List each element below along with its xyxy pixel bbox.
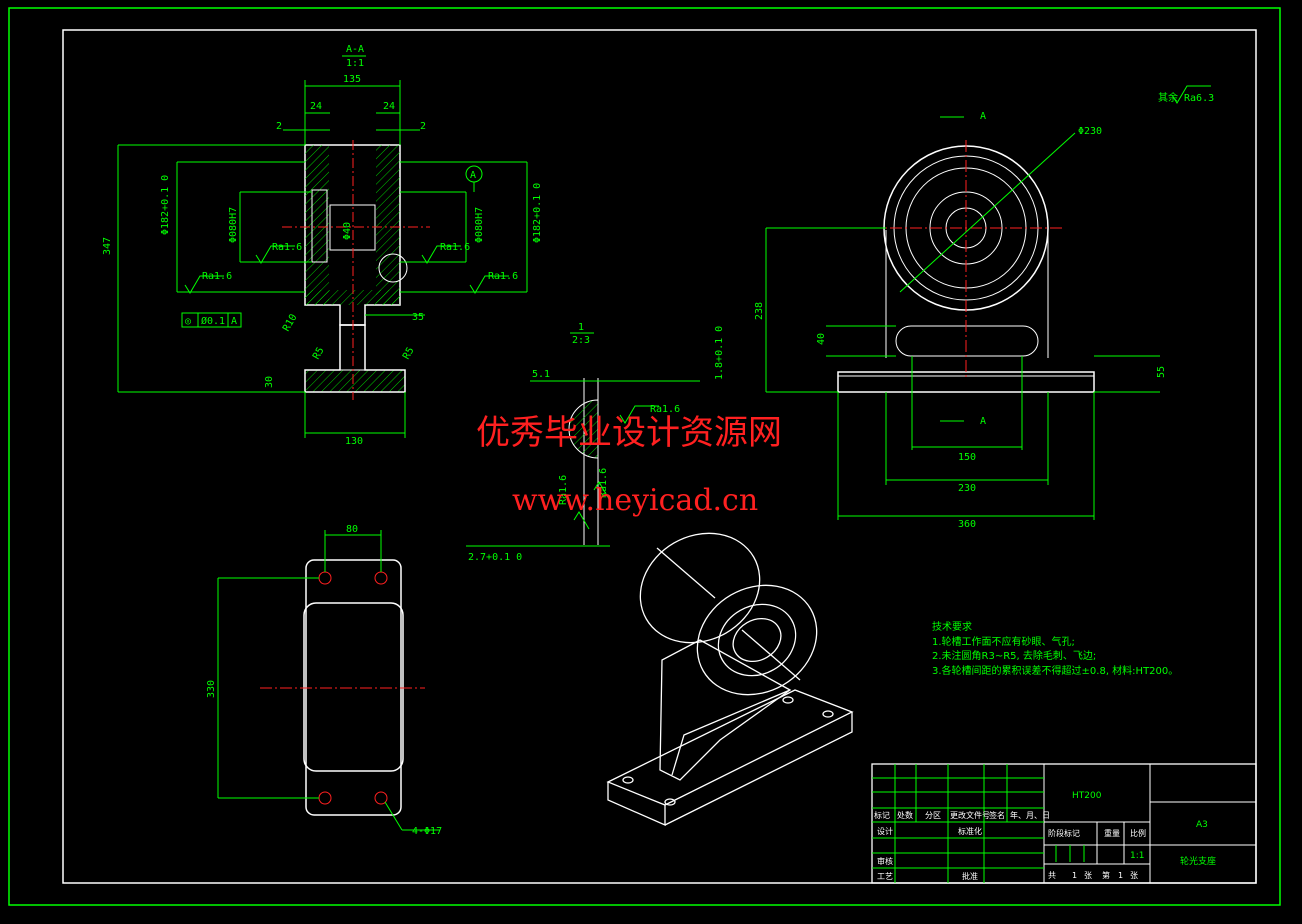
roughness-4: Ra1.6 <box>488 271 518 282</box>
front-dim-150: 150 <box>958 452 976 463</box>
tb-num: 1 <box>1118 871 1123 880</box>
tb-part-name: 轮光支座 <box>1180 855 1216 867</box>
tb-label-zone: 分区 <box>925 811 941 820</box>
tolerance-frame <box>181 312 242 328</box>
dim-chamfer-right: R5 <box>401 346 417 362</box>
dim-right-dia: Φ182+0.1 0 <box>532 183 543 243</box>
detail-scale-den: 2:3 <box>572 335 590 346</box>
tb-sheet-unit-2: 张 <box>1130 871 1138 880</box>
general-roughness: 其余 Ra6.3 <box>1158 91 1214 104</box>
front-dim-height: 238 <box>754 302 765 320</box>
tb-sheet-size: A3 <box>1196 820 1208 830</box>
tb-total-label: 共 <box>1048 871 1056 880</box>
detail-dim-top: 5.1 <box>532 369 550 380</box>
tech-item-3: 3.各轮槽间距的累积误差不得超过±0.8, 材料:HT200。 <box>932 664 1178 677</box>
dim-chamfer-left: R5 <box>311 346 327 362</box>
tb-label-date: 年、月、日 <box>1010 810 1050 820</box>
front-dim-slot: 40 <box>816 333 827 345</box>
roughness-1: Ra1.6 <box>272 242 302 253</box>
outer-frame <box>8 7 1281 906</box>
tb-stage: 阶段标记 <box>1048 828 1080 838</box>
tb-scale: 1:1 <box>1130 851 1144 861</box>
tb-num-label: 第 <box>1102 870 1110 880</box>
detail-dim-bottom: 2.7+0.1 0 <box>468 552 522 563</box>
section-mark-bottom: A <box>980 416 986 427</box>
isometric-view <box>606 532 854 826</box>
front-dim-360: 360 <box>958 519 976 530</box>
detail-scale-num: 1 <box>578 322 584 333</box>
tb-material: HT200 <box>1072 791 1102 801</box>
top-view: 80 330 4-Φ17 <box>206 524 442 837</box>
dim-fillet: R10 <box>281 312 300 333</box>
tb-label-count: 处数 <box>897 810 913 820</box>
section-mark-top: A <box>980 111 986 122</box>
detail-dim-right: 1.8+0.1 0 <box>714 326 725 380</box>
watermark-url: www.heyicad.cn <box>512 483 758 518</box>
top-dim-length: 330 <box>206 680 217 698</box>
tb-label-mark: 标记 <box>874 810 890 820</box>
top-dim-width: 80 <box>346 524 358 535</box>
tech-heading: 技术要求 <box>932 620 972 633</box>
datum-label: A <box>470 170 476 181</box>
front-dim-base: 55 <box>1156 366 1167 378</box>
tb-standard: 标准化 <box>958 826 982 836</box>
tb-process: 工艺 <box>877 872 893 881</box>
dim-base-height: 30 <box>264 376 275 388</box>
tolerance-datum: A <box>231 316 237 327</box>
detail-roughness-3: Ra1.6 <box>598 468 609 498</box>
tech-item-1: 1.轮槽工作面不应有砂眼、气孔; <box>932 635 1075 648</box>
roughness-2: Ra1.6 <box>202 271 232 282</box>
dim-inner-left: Φ080H7 <box>228 207 239 243</box>
front-dim-230: 230 <box>958 483 976 494</box>
dim-left-gap: 2 <box>276 121 282 132</box>
dim-right-gap: 2 <box>420 121 426 132</box>
detail-roughness-2: Ra1.6 <box>558 475 569 505</box>
front-dim-dia: Φ230 <box>1078 126 1102 137</box>
section-scale: 1:1 <box>346 58 364 69</box>
watermark-title: 优秀毕业设计资源网 <box>476 413 782 453</box>
tolerance-value: Ø0.1 <box>201 315 225 327</box>
dim-left-wall: 24 <box>310 101 322 112</box>
dim-center-bore: Φ40 <box>342 222 353 240</box>
top-dim-holes: 4-Φ17 <box>412 826 442 837</box>
detail-view: 1 2:3 5.1 1.8+0.1 0 2.7+0.1 0 Ra1.6 Ra1.… <box>466 322 725 563</box>
dim-bottom-width: 130 <box>345 436 363 447</box>
dim-right-wall: 24 <box>383 101 395 112</box>
roughness-3: Ra1.6 <box>440 242 470 253</box>
tb-approve: 批准 <box>962 871 978 881</box>
tb-label-sign: 签名 <box>989 810 1005 820</box>
tech-requirements: 技术要求 1.轮槽工作面不应有砂眼、气孔; 2.未注圆角R3~R5, 去除毛刺、… <box>932 620 1178 677</box>
detail-roughness-1: Ra1.6 <box>650 404 680 415</box>
dim-overall-height: 347 <box>102 237 113 255</box>
tb-scale-label: 比例 <box>1130 828 1146 838</box>
tb-sheet-unit: 张 <box>1084 871 1092 880</box>
title-block: 标记 处数 分区 更改文件号 签名 年、月、日 设计 标准化 审核 工艺 批准 … <box>871 763 1257 884</box>
dim-stem-width: 35 <box>412 312 424 323</box>
dim-inner-right: Φ080H7 <box>474 207 485 243</box>
tb-review: 审核 <box>877 856 893 866</box>
tb-weight: 重量 <box>1104 828 1120 838</box>
tb-design: 设计 <box>877 826 893 836</box>
tb-label-change: 更改文件号 <box>950 810 990 820</box>
tolerance-symbol: ◎ <box>185 316 191 327</box>
front-view: Φ230 238 40 55 150 230 360 A A 其余 Ra6.3 <box>754 85 1214 530</box>
dim-top-width: 135 <box>343 74 361 85</box>
tech-item-2: 2.未注圆角R3~R5, 去除毛刺、飞边; <box>932 649 1096 662</box>
tb-total: 1 <box>1072 871 1077 880</box>
section-title: A-A <box>346 44 364 55</box>
dim-left-dia: Φ182+0.1 0 <box>160 175 171 235</box>
section-view: A-A 1:1 135 24 24 2 2 347 Φ1 <box>102 44 543 447</box>
inner-frame <box>62 29 1257 884</box>
